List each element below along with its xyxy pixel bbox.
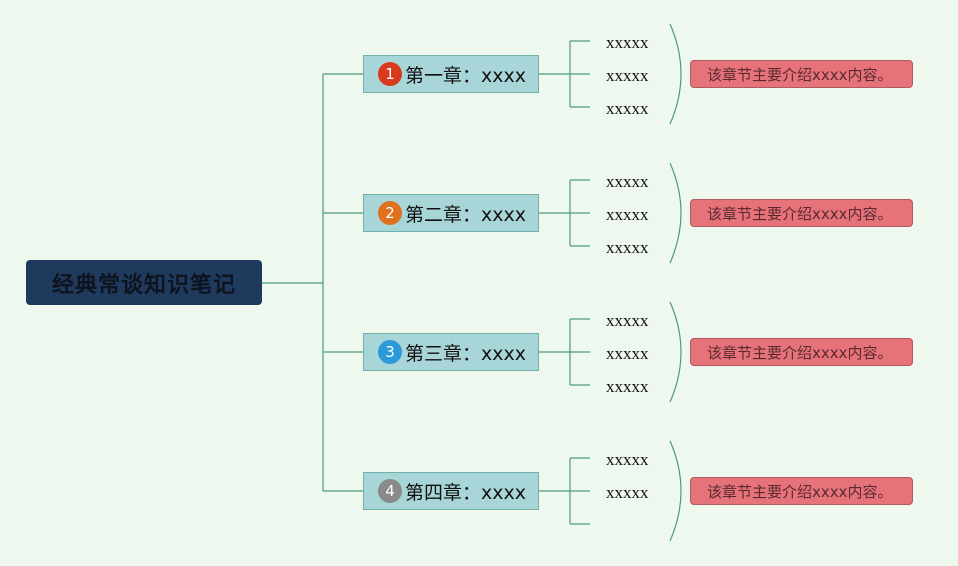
subtopic[interactable]: xxxxx xyxy=(606,311,649,330)
number-badge-icon: 4 xyxy=(378,479,402,503)
subtopic[interactable]: xxxxx xyxy=(606,205,649,224)
number-badge-icon: 1 xyxy=(378,62,402,86)
subtopic[interactable]: xxxxx xyxy=(606,172,649,191)
root-title: 经典常谈知识笔记 xyxy=(51,272,236,298)
chapter-topic-4[interactable]: 4 第四章：xxxx xyxy=(363,472,539,510)
summary-note[interactable]: 该章节主要介绍xxxx内容。 xyxy=(690,199,913,227)
chapter-label: 第三章：xxxx xyxy=(405,342,526,365)
summary-note[interactable]: 该章节主要介绍xxxx内容。 xyxy=(690,338,913,366)
summary-note[interactable]: 该章节主要介绍xxxx内容。 xyxy=(690,60,913,88)
subtopic[interactable]: xxxxx xyxy=(606,450,649,469)
subtopic[interactable]: xxxxx xyxy=(606,377,649,396)
number-badge-icon: 2 xyxy=(378,201,402,225)
summary-note-text: 该章节主要介绍xxxx内容。 xyxy=(707,343,893,362)
summary-note[interactable]: 该章节主要介绍xxxx内容。 xyxy=(690,477,913,505)
chapter-topic-3[interactable]: 3 第三章：xxxx xyxy=(363,333,539,371)
root-topic[interactable]: 经典常谈知识笔记 xyxy=(26,260,262,305)
summary-brace xyxy=(669,162,682,264)
summary-brace xyxy=(669,440,682,542)
summary-brace xyxy=(669,301,682,403)
number-badge-icon: 3 xyxy=(378,340,402,364)
subtopic[interactable]: xxxxx xyxy=(606,238,649,257)
summary-note-text: 该章节主要介绍xxxx内容。 xyxy=(707,65,893,84)
summary-brace xyxy=(669,23,682,125)
chapter-label: 第二章：xxxx xyxy=(405,203,526,226)
chapter-label: 第一章：xxxx xyxy=(405,64,526,87)
chapter-label: 第四章：xxxx xyxy=(405,481,526,504)
subtopic[interactable]: xxxxx xyxy=(606,344,649,363)
summary-note-text: 该章节主要介绍xxxx内容。 xyxy=(707,204,893,223)
chapter-topic-2[interactable]: 2 第二章：xxxx xyxy=(363,194,539,232)
subtopic[interactable]: xxxxx xyxy=(606,483,649,502)
chapter-topic-1[interactable]: 1 第一章：xxxx xyxy=(363,55,539,93)
subtopic[interactable]: xxxxx xyxy=(606,66,649,85)
subtopic[interactable]: xxxxx xyxy=(606,99,649,118)
subtopic[interactable]: xxxxx xyxy=(606,33,649,52)
summary-note-text: 该章节主要介绍xxxx内容。 xyxy=(707,482,893,501)
